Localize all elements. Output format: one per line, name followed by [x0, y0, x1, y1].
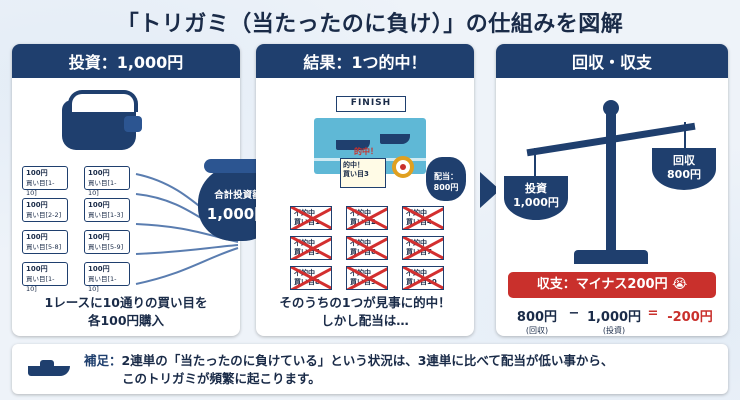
panel-balance-header: 回収・収支	[496, 44, 728, 78]
miss-ticket: 不的中買い目8	[290, 266, 332, 290]
loss-banner: 収支：マイナス200円 😭	[508, 272, 716, 298]
note-box: 補足：2連単の「当たったのに負けている」という状況は、3連単に比べて配当が低い事…	[12, 344, 728, 394]
miss-ticket: 不的中買い目5	[290, 236, 332, 260]
panel-result-caption: そのうちの1つが見事に的中！ しかし配当は…	[279, 295, 451, 328]
hit-badge: 的中！	[354, 147, 378, 156]
ticket: 100円買い目[5-8]	[22, 230, 68, 254]
scale-chain	[684, 122, 686, 150]
ticket: 100円買い目[2-2]	[22, 198, 68, 222]
calc-minus: −	[568, 306, 580, 321]
pot-amount: 1,000円	[206, 205, 270, 223]
moneybag-icon: 配当： 800円	[426, 157, 466, 201]
wallet-icon	[62, 90, 142, 150]
ticket: 100円買い目[1-10]	[22, 262, 68, 293]
miss-ticket: 不的中買い目10	[402, 266, 444, 290]
ticket: 100円買い目[1-10]	[22, 166, 68, 197]
hit-ticket: 的中！ 買い目3	[340, 158, 386, 188]
panel-investment-caption: 1レースに10通りの買い目を 各100円購入	[44, 295, 208, 328]
calc-investment: 1,000円 (投資)	[586, 310, 642, 335]
note-text: 補足：2連単の「当たったのに負けている」という状況は、3連単に比べて配当が低い事…	[84, 353, 614, 386]
page-title: 「トリガミ（当たったのに負け）」の仕組みを図解	[116, 12, 624, 37]
ticket: 100円買い目[1-3]	[84, 198, 130, 222]
finish-banner: FINISH	[336, 96, 406, 112]
calc-result: -200円	[667, 310, 713, 325]
miss-ticket: 不的中買い目9	[346, 266, 388, 290]
scale-base	[574, 250, 648, 264]
ticket: 100円買い目[1-10]	[84, 166, 130, 197]
miss-ticket: 不的中買い目2	[346, 206, 388, 230]
calc-equals: =	[647, 306, 659, 321]
ticket: 100円買い目[5-9]	[84, 230, 130, 254]
target-icon	[392, 156, 414, 178]
pan-return: 回収 800円	[652, 148, 716, 190]
pan-investment: 投資 1,000円	[504, 176, 568, 220]
panel-investment-header: 投資：1,000円	[12, 44, 240, 78]
crying-face-icon: 😭	[672, 277, 688, 292]
miss-ticket: 不的中買い目4	[402, 206, 444, 230]
boat-icon	[380, 134, 410, 144]
boat-icon	[28, 358, 70, 380]
miss-ticket: 不的中買い目1	[290, 206, 332, 230]
panel-balance: 回収・収支 投資 1,000円 回収 800円 収支：マイナス200円 😭 80…	[496, 44, 728, 336]
scale-chain	[534, 148, 536, 178]
arrow-right-icon	[480, 172, 500, 208]
miss-ticket: 不的中買い目6	[346, 236, 388, 260]
scale-post	[606, 108, 616, 258]
calc-return: 800円 (回収)	[516, 310, 558, 335]
panel-result-header: 結果：1つ的中！	[256, 44, 474, 78]
ticket: 100円買い目[1-10]	[84, 262, 130, 293]
miss-ticket: 不的中買い目7	[402, 236, 444, 260]
boat-icon	[336, 140, 370, 150]
pot-label: 合計投資額	[214, 190, 262, 201]
panel-result: 結果：1つ的中！ FINISH 的中！ 買い目3 的中！ 配当： 800円 不的…	[256, 44, 474, 336]
